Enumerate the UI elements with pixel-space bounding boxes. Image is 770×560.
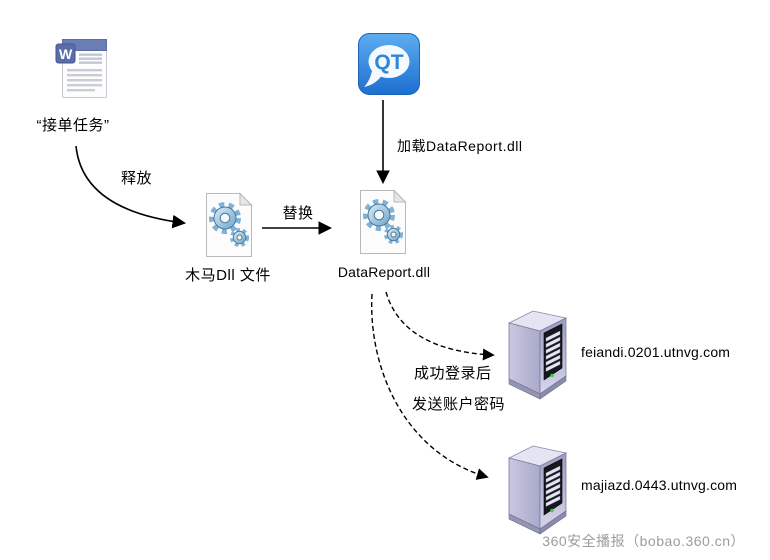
server1-label: feiandi.0201.utnvg.com <box>581 344 731 360</box>
qt-voice-app-icon: QT <box>358 33 420 95</box>
exfil-lower-edge-label: 发送账户密码 <box>412 396 506 413</box>
power-led <box>550 508 554 513</box>
gear-small <box>384 225 403 244</box>
replace-edge-label: 替换 <box>282 205 314 222</box>
release-arrow <box>75 145 187 229</box>
gear-large <box>363 199 395 231</box>
server2-label: majiazd.0443.utnvg.com <box>581 477 738 493</box>
trojan-dll-label: 木马Dll 文件 <box>185 267 271 284</box>
datareport-dll-file-icon <box>360 189 407 254</box>
load-edge-label: 加载DataReport.dll <box>397 138 523 154</box>
drive-bays <box>545 465 561 507</box>
server-icon-2 <box>507 445 568 535</box>
power-led <box>550 373 554 378</box>
exfil-upper-arrow <box>385 291 495 361</box>
word-w-glyph: W <box>59 46 73 62</box>
exfil-lower-arrow <box>370 293 489 480</box>
datareport-dll-label: DataReport.dll <box>337 264 431 280</box>
gear-large <box>209 202 241 234</box>
drive-bays <box>545 330 561 372</box>
gear-small <box>230 228 249 247</box>
release-edge-label: 释放 <box>121 170 153 187</box>
trojan-dll-file-icon <box>206 192 253 257</box>
watermark-text: 360安全播报（bobao.360.cn） <box>542 533 745 549</box>
server-icon-1 <box>507 310 568 400</box>
exfil-upper-edge-label: 成功登录后 <box>414 365 492 382</box>
word-document-icon: W <box>55 39 107 98</box>
word-doc-label: “接单任务” <box>36 117 110 134</box>
qt-logo-text: QT <box>374 51 403 74</box>
